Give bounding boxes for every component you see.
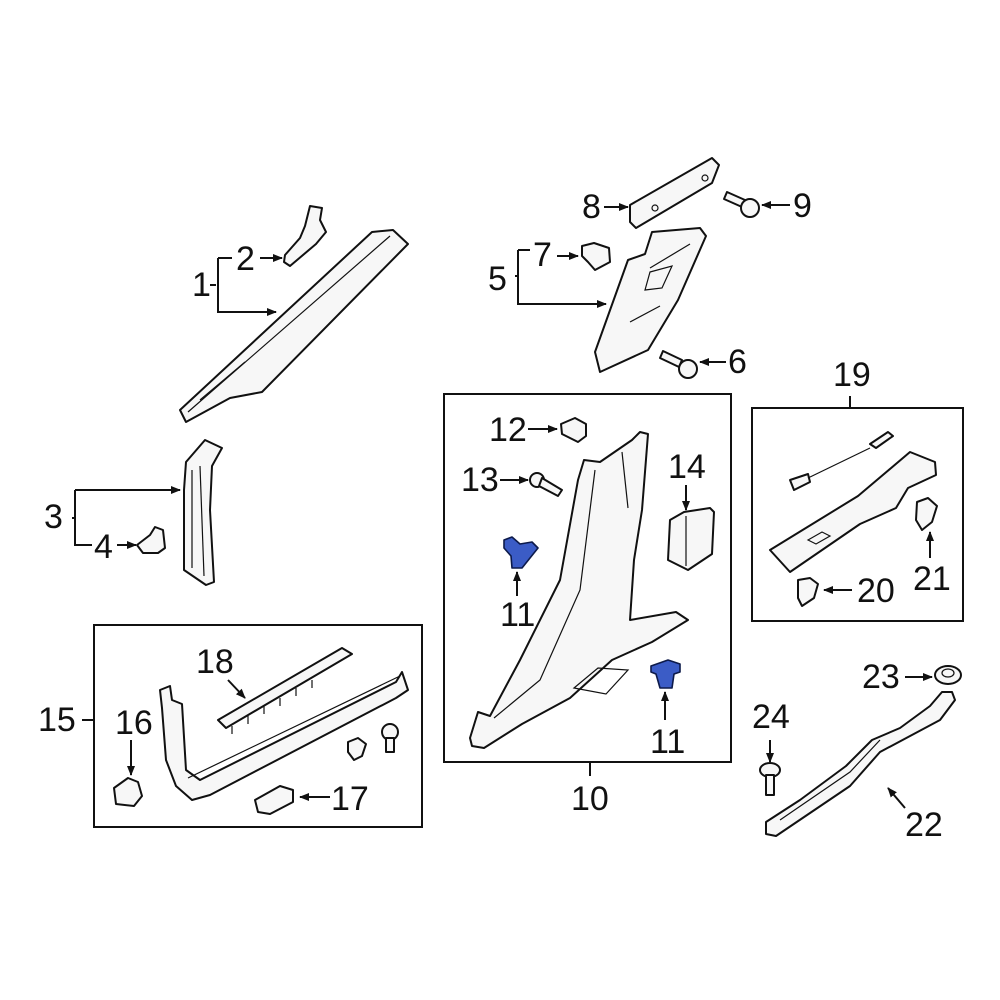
part-10-b-pillar-lower-trim[interactable] — [469, 431, 689, 749]
group-box-15 — [93, 624, 423, 828]
callout-4: 4 — [94, 528, 113, 566]
group-box-19 — [751, 407, 964, 622]
part-2-clip[interactable] — [283, 205, 327, 267]
part-6-bolt[interactable] — [659, 350, 698, 379]
part-12-clip[interactable] — [560, 417, 587, 443]
leader-3-bracket — [72, 490, 92, 546]
leader-18 — [227, 679, 246, 699]
part-20-clip[interactable] — [797, 577, 819, 607]
part-24-screw[interactable] — [759, 762, 781, 796]
part-15-sill-plate[interactable] — [159, 671, 409, 801]
callout-13: 13 — [461, 461, 499, 499]
part-22-bracket[interactable] — [765, 691, 956, 837]
part-11-clip-highlighted-a[interactable] — [503, 536, 539, 569]
group-box-10 — [443, 393, 732, 763]
callout-11-a: 11 — [500, 596, 536, 634]
callout-17: 17 — [331, 780, 369, 818]
clip-unlabeled-a[interactable] — [347, 737, 367, 761]
part-7-clip[interactable] — [581, 242, 611, 271]
push-pin-unlabeled[interactable] — [381, 723, 399, 753]
callout-15: 15 — [38, 701, 76, 739]
callout-5: 5 — [488, 260, 507, 298]
callout-24: 24 — [752, 698, 790, 736]
callout-19: 19 — [833, 356, 871, 394]
part-18-retainer-strip[interactable] — [217, 647, 353, 734]
callout-16: 16 — [115, 704, 153, 742]
part-17-clip[interactable] — [254, 785, 294, 815]
callout-18: 18 — [196, 643, 234, 681]
callout-8: 8 — [582, 188, 601, 226]
part-4-clip[interactable] — [136, 526, 166, 554]
callout-3: 3 — [44, 498, 63, 536]
callout-7: 7 — [533, 236, 552, 274]
callout-23: 23 — [862, 658, 900, 696]
part-5-b-pillar-upper-trim[interactable] — [594, 227, 707, 373]
callout-9: 9 — [793, 187, 812, 225]
part-11-clip-highlighted-b[interactable] — [650, 659, 681, 689]
leader-22 — [887, 787, 906, 809]
part-8-reinforcement-plate[interactable] — [629, 157, 720, 229]
callout-1: 1 — [192, 266, 211, 304]
part-14-bracket[interactable] — [667, 507, 715, 571]
callout-11-b: 11 — [650, 723, 686, 761]
part-23-cap[interactable] — [934, 665, 962, 685]
part-3-lower-a-pillar-trim[interactable] — [183, 439, 223, 586]
part-1-a-pillar-trim[interactable] — [179, 229, 409, 423]
callout-14: 14 — [668, 448, 706, 486]
callout-20: 20 — [857, 572, 895, 610]
callout-10: 10 — [571, 780, 609, 818]
part-19-scuff-plate[interactable] — [769, 431, 937, 573]
part-9-bolt[interactable] — [723, 191, 760, 218]
callout-22: 22 — [905, 806, 943, 844]
callout-2: 2 — [236, 240, 255, 278]
callout-6: 6 — [728, 343, 747, 381]
part-13-screw[interactable] — [529, 472, 563, 497]
part-21-clip[interactable] — [915, 497, 938, 531]
callout-21: 21 — [913, 560, 951, 598]
part-16-clip[interactable] — [113, 777, 143, 807]
callout-12: 12 — [489, 411, 527, 449]
